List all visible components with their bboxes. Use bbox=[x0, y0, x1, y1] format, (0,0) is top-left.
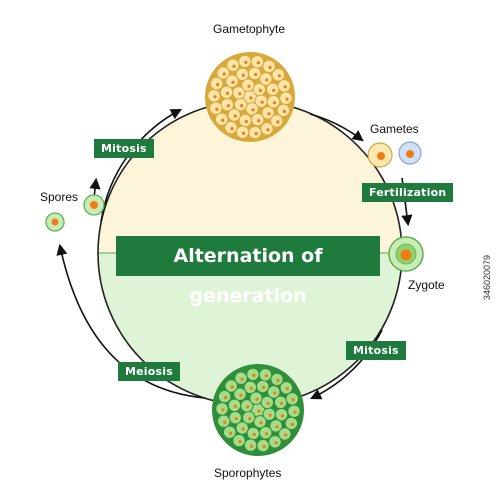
sporophyte-nucleus bbox=[248, 417, 252, 421]
gametophyte-nucleus bbox=[230, 127, 234, 131]
process-tag-mitosis-bottom: Mitosis bbox=[346, 341, 406, 360]
sporophyte-nucleus bbox=[274, 441, 278, 445]
label-spores: Spores bbox=[40, 190, 79, 204]
sporophyte-nucleus bbox=[255, 397, 259, 401]
sporophyte-nucleus bbox=[223, 420, 227, 424]
gametophyte-nucleus bbox=[268, 65, 272, 69]
gametophyte-nucleus bbox=[254, 72, 258, 77]
sporophyte-nucleus bbox=[290, 422, 294, 426]
gametophyte-nucleus bbox=[244, 119, 248, 124]
gametophyte-nucleus bbox=[266, 128, 270, 132]
sporophyte-nucleus bbox=[262, 445, 266, 449]
gametophyte-nucleus bbox=[215, 107, 219, 111]
sporophyte-nucleus bbox=[276, 378, 280, 382]
gametophyte-nucleus bbox=[283, 85, 287, 89]
label-gametophyte: Gametophyte bbox=[213, 22, 286, 36]
label-zygote: Zygote bbox=[408, 278, 445, 292]
gametophyte-nucleus bbox=[242, 131, 246, 135]
gamete-female bbox=[367, 142, 393, 168]
sporophyte-nucleus bbox=[275, 425, 279, 429]
sporophyte-nucleus bbox=[252, 373, 256, 377]
sporophyte-nucleus bbox=[280, 401, 284, 405]
gametophyte-nucleus bbox=[285, 97, 289, 101]
sporophyte-nucleus bbox=[240, 377, 244, 381]
haploid-region bbox=[98, 101, 402, 253]
sporophyte-nucleus bbox=[268, 413, 272, 417]
sporophyte-nucleus bbox=[233, 404, 238, 408]
sporophyte-nucleus bbox=[257, 409, 261, 413]
gametophyte-nucleus bbox=[282, 109, 286, 113]
gametophyte-nucleus bbox=[256, 61, 260, 65]
gametophyte-nucleus bbox=[272, 101, 277, 105]
gametophyte-nucleus bbox=[222, 72, 226, 76]
gametophyte-nucleus bbox=[226, 104, 230, 108]
arrow-sporophytes-to-spores bbox=[56, 243, 206, 399]
sporophyte-nucleus bbox=[259, 421, 263, 425]
sporophyte-nucleus bbox=[293, 410, 297, 414]
sporophyte-nucleus bbox=[229, 431, 233, 435]
diagram-title: Alternation of generation bbox=[116, 236, 380, 307]
sporophyte-nucleus bbox=[221, 408, 225, 412]
sporophyte-nucleus bbox=[264, 374, 268, 378]
sporophyte-nucleus bbox=[265, 432, 269, 436]
process-tag-mitosis-top: Mitosis bbox=[94, 139, 154, 158]
gametophyte-nucleus bbox=[244, 60, 248, 64]
gametophyte-nucleus bbox=[249, 96, 253, 100]
gametophyte-nucleus bbox=[232, 64, 236, 68]
gametophyte-nucleus bbox=[254, 132, 258, 136]
sporophyte-cell-cluster bbox=[212, 364, 304, 456]
gamete-male bbox=[398, 141, 422, 165]
sporophyte-nucleus bbox=[230, 385, 234, 389]
gametophyte-nucleus bbox=[213, 95, 217, 99]
sporophyte-nucleus bbox=[273, 391, 277, 395]
stock-id-watermark: 346020079 bbox=[482, 254, 492, 300]
gametophyte-nucleus bbox=[251, 108, 255, 112]
sporophyte-nucleus bbox=[252, 432, 256, 437]
gametophyte-cell-cluster bbox=[205, 52, 295, 142]
sporophyte-nucleus bbox=[266, 401, 270, 405]
label-gametes: Gametes bbox=[370, 122, 419, 136]
gametophyte-nucleus bbox=[272, 88, 276, 92]
sporophyte-nucleus bbox=[262, 385, 266, 390]
sporophyte-nucleus bbox=[234, 417, 238, 421]
gametophyte-nucleus bbox=[238, 92, 242, 96]
sporophyte-nucleus bbox=[291, 398, 295, 402]
gametophyte-nucleus bbox=[276, 120, 280, 124]
sporophyte-nucleus bbox=[285, 387, 289, 391]
sporophyte-nucleus bbox=[246, 405, 250, 409]
sporophyte-nucleus bbox=[284, 433, 288, 437]
sporophyte-nucleus bbox=[239, 393, 243, 397]
gametophyte-nucleus bbox=[221, 118, 225, 122]
gametophyte-nucleus bbox=[267, 112, 271, 116]
gametophyte-nucleus bbox=[225, 91, 230, 95]
arrow-zygote-to-sporophytes bbox=[309, 329, 383, 400]
spore-on-cycle bbox=[83, 194, 105, 216]
sporophyte-nucleus bbox=[249, 386, 253, 390]
arrow-gametophyte-to-gametes bbox=[309, 113, 364, 142]
sporophyte-nucleus bbox=[250, 444, 254, 448]
label-sporophytes: Sporophytes bbox=[214, 466, 282, 480]
process-tag-fertilization: Fertilization bbox=[362, 183, 454, 202]
gametophyte-nucleus bbox=[247, 84, 251, 88]
zygote-cell bbox=[388, 236, 424, 272]
gametophyte-nucleus bbox=[233, 114, 237, 118]
gametophyte-nucleus bbox=[231, 80, 235, 84]
sporophyte-nucleus bbox=[280, 414, 285, 418]
sporophyte-nucleus bbox=[238, 440, 242, 444]
gametophyte-nucleus bbox=[265, 78, 269, 82]
sporophyte-nucleus bbox=[241, 427, 245, 431]
gametophyte-nucleus bbox=[258, 88, 262, 92]
gametophyte-nucleus bbox=[260, 100, 264, 104]
gametophyte-nucleus bbox=[257, 119, 261, 123]
gametophyte-nucleus bbox=[241, 73, 245, 77]
process-tag-meiosis: Meiosis bbox=[118, 362, 180, 381]
gametophyte-nucleus bbox=[216, 83, 220, 87]
gametophyte-nucleus bbox=[277, 74, 281, 78]
gametophyte-nucleus bbox=[240, 104, 244, 108]
sporophyte-nucleus bbox=[224, 396, 228, 400]
spore-free bbox=[45, 212, 65, 232]
